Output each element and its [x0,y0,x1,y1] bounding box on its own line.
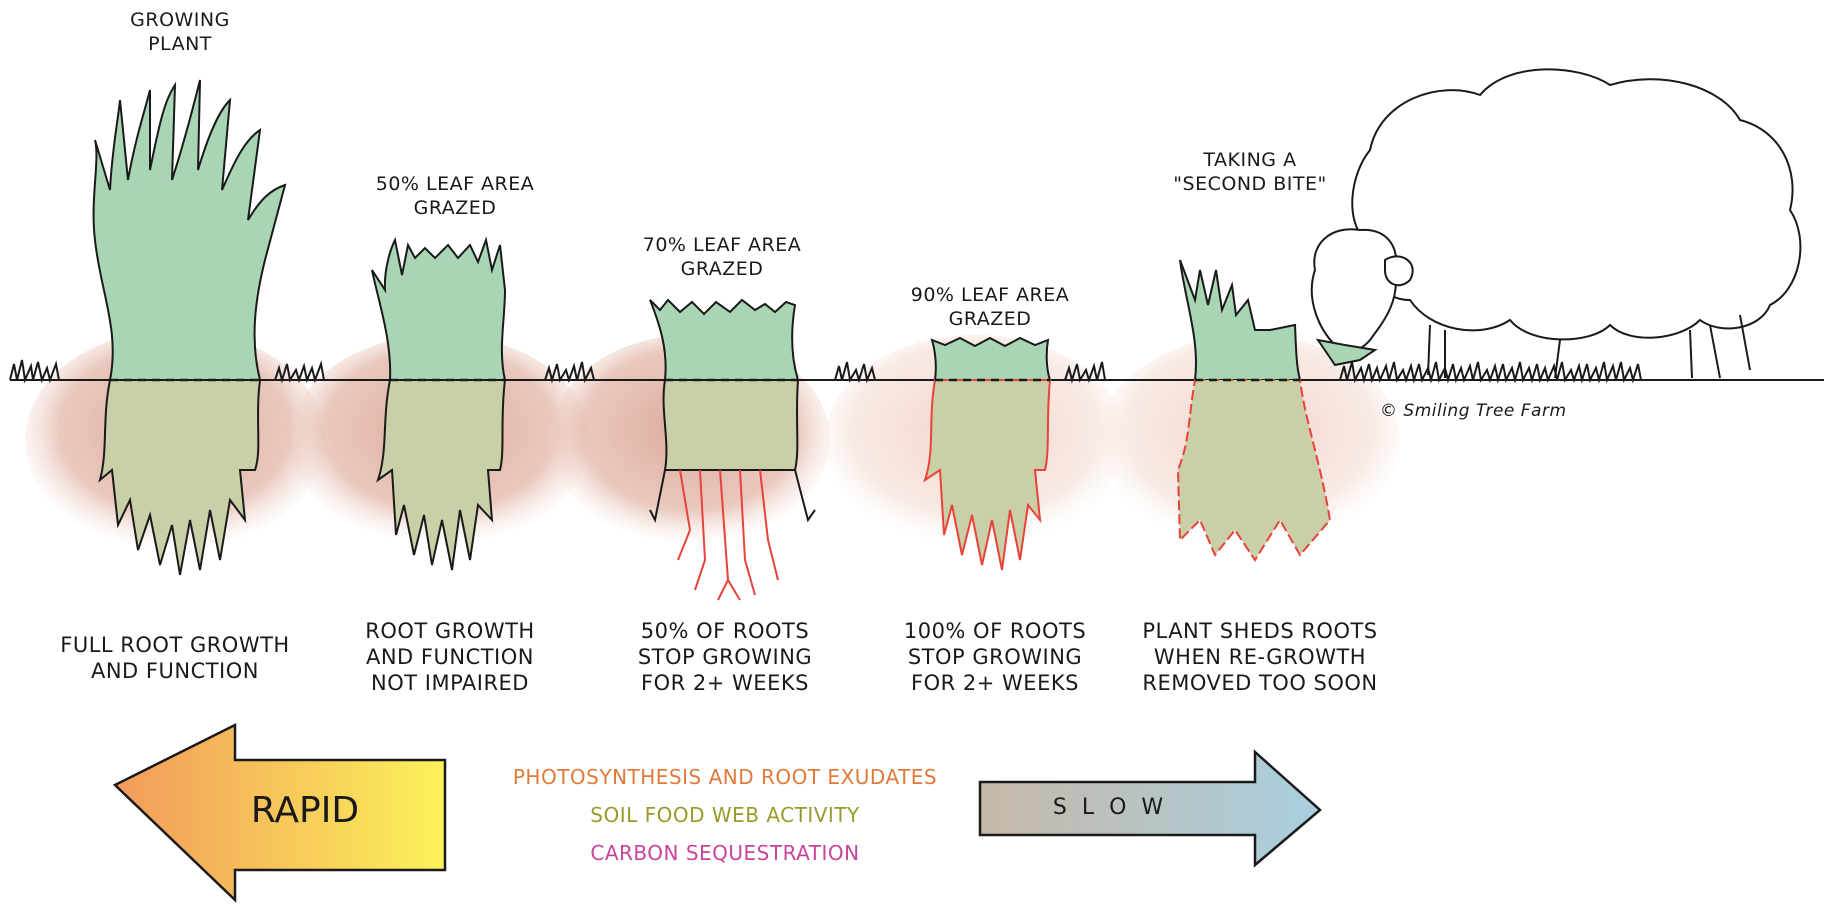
slow-label: S L O W [1010,795,1210,820]
label-growing-top: GROWING PLANT [120,8,240,56]
label-seventy-bottom: 50% OF ROOTS STOP GROWING FOR 2+ WEEKS [625,618,825,696]
plant-growing-roots [100,380,260,575]
rapid-label: RAPID [230,790,380,831]
effect-photosynthesis: PHOTOSYNTHESIS AND ROOT EXUDATES [465,765,985,789]
label-ninety-bottom: 100% OF ROOTS STOP GROWING FOR 2+ WEEKS [890,618,1100,696]
label-second-bite-bottom: PLANT SHEDS ROOTS WHEN RE-GROWTH REMOVED… [1125,618,1395,696]
plant-ninety-shoots [932,338,1050,380]
label-fifty-bottom: ROOT GROWTH AND FUNCTION NOT IMPAIRED [350,618,550,696]
effect-soil-food-web: SOIL FOOD WEB ACTIVITY [465,803,985,827]
sheep-head [1312,229,1396,351]
sheep-ear [1385,256,1413,285]
sheep [1312,69,1801,378]
label-second-bite-top: TAKING A "SECOND BITE" [1150,148,1350,196]
label-seventy-top: 70% LEAF AREA GRAZED [632,233,812,281]
label-ninety-top: 90% LEAF AREA GRAZED [900,283,1080,331]
credit-text: © Smiling Tree Farm [1380,398,1620,424]
sheep-body [1352,69,1800,339]
plant-seventy [650,300,815,600]
plant-fifty-shoots [372,240,505,380]
label-fifty-top: 50% LEAF AREA GRAZED [365,172,545,220]
plant-seventy-shoots [650,300,798,380]
effect-carbon: CARBON SEQUESTRATION [465,841,985,865]
plant-second-bite-shoots [1180,260,1300,380]
label-growing-bottom: FULL ROOT GROWTH AND FUNCTION [50,632,300,684]
plant-growing-shoots [94,80,285,380]
plant-seventy-roots-healthy [664,380,798,470]
